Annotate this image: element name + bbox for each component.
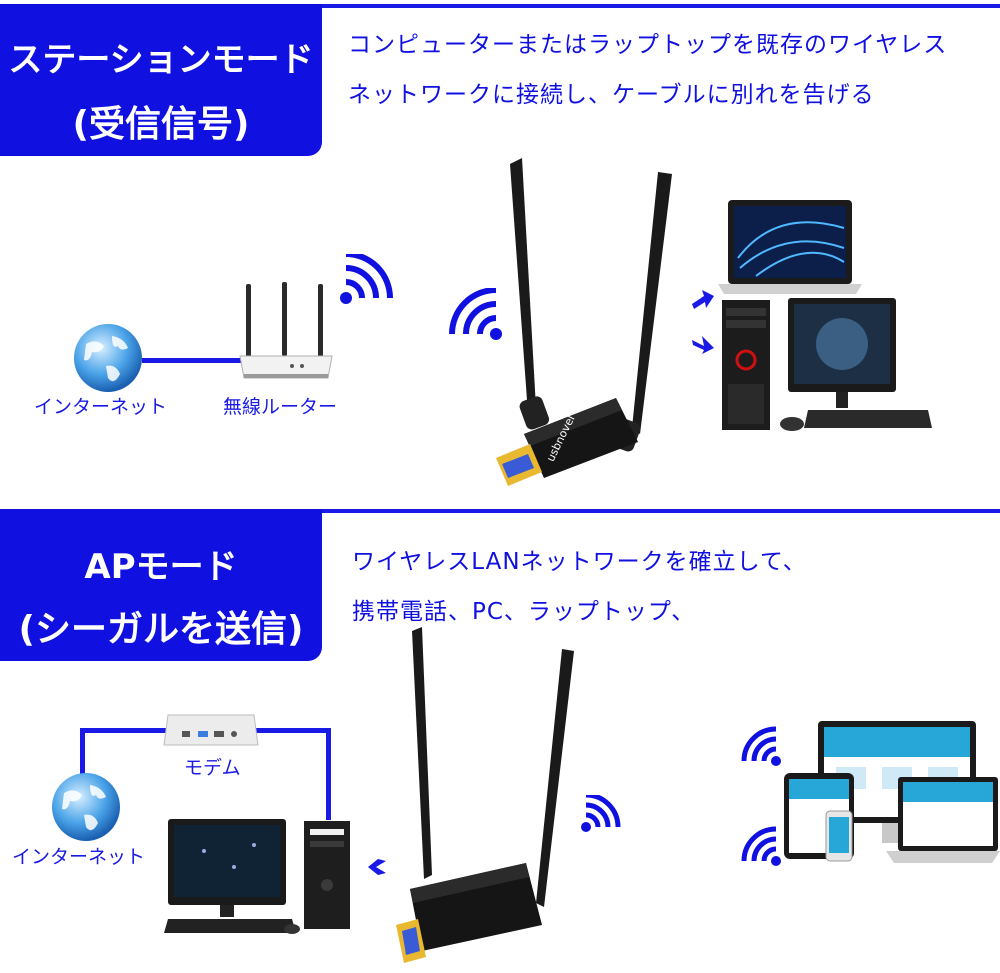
laptop-icon xyxy=(716,198,866,298)
ap-mode-section: APモード (シーガルを送信) ワイヤレスLANネットワークを確立して、 携帯電… xyxy=(0,505,1000,973)
desktop-pc-icon xyxy=(718,294,938,444)
router-label: 無線ルーター xyxy=(223,396,338,418)
internet-label: インターネット xyxy=(12,846,146,868)
wifi-signal-icon xyxy=(580,795,624,845)
ethernet-cable xyxy=(256,728,330,733)
router-icon xyxy=(236,282,336,382)
ap-description-line1: ワイヤレスLANネットワークを確立して、 xyxy=(352,549,807,575)
wifi-signal-icon xyxy=(336,254,396,324)
phone-icon xyxy=(825,810,853,862)
arrow-left-icon xyxy=(366,857,388,877)
modem-label: モデム xyxy=(184,757,241,779)
usb-wifi-adapter-icon xyxy=(392,625,592,973)
section-divider xyxy=(0,4,1000,8)
station-description: コンピューターまたはラップトップを既存のワイヤレス ネットワークに接続し、ケーブ… xyxy=(348,20,947,120)
modem-icon xyxy=(162,711,260,751)
laptop-icon xyxy=(886,777,1000,863)
globe-icon xyxy=(72,322,144,394)
ethernet-cable xyxy=(142,358,247,363)
station-mode-title: ステーションモード xyxy=(8,40,314,80)
section-divider xyxy=(0,509,1000,513)
ap-mode-subtitle: (シーガルを送信) xyxy=(18,609,304,650)
devices-cluster xyxy=(782,717,1000,885)
internet-label: インターネット xyxy=(34,396,168,418)
arrow-right-icon xyxy=(690,288,716,310)
ap-mode-title: APモード xyxy=(84,547,238,587)
globe-icon xyxy=(50,771,122,843)
station-description-line2: ネットワークに接続し、ケーブルに別れを告げる xyxy=(348,82,875,108)
station-mode-section: ステーションモード (受信信号) コンピューターまたはラップトップを既存のワイヤ… xyxy=(0,4,1000,502)
ap-mode-header: APモード (シーガルを送信) xyxy=(0,509,322,661)
ethernet-cable xyxy=(80,728,166,733)
ethernet-cable xyxy=(326,728,331,820)
wifi-signal-icon xyxy=(740,825,784,871)
arrow-right-icon xyxy=(690,334,716,356)
station-mode-subtitle: (受信信号) xyxy=(72,104,250,145)
ap-description-line2: 携帯電話、PC、ラップトップ、 xyxy=(352,599,696,625)
station-mode-header: ステーションモード (受信信号) xyxy=(0,4,322,156)
usb-wifi-adapter-icon xyxy=(488,152,688,502)
ethernet-cable xyxy=(80,728,85,778)
station-description-line1: コンピューターまたはラップトップを既存のワイヤレス xyxy=(348,32,948,58)
desktop-pc-icon xyxy=(164,815,360,937)
wifi-signal-icon xyxy=(446,288,506,358)
wifi-signal-icon xyxy=(740,725,784,771)
ap-description: ワイヤレスLANネットワークを確立して、 携帯電話、PC、ラップトップ、 xyxy=(352,537,807,637)
